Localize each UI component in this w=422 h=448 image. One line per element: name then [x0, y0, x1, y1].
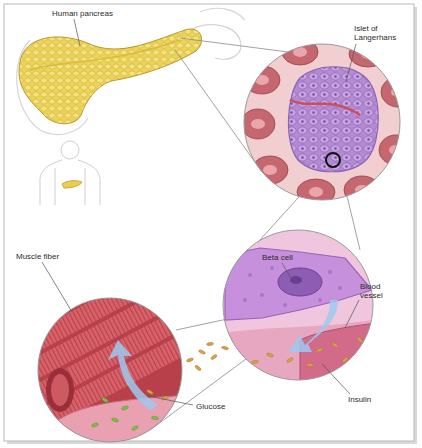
- part-label: Glucose: [196, 402, 225, 411]
- part-label: Insulin: [348, 395, 371, 404]
- beta-cell-circle: [215, 230, 385, 385]
- part-label: Human pancreas: [52, 9, 113, 18]
- muscle-circle: [0, 261, 209, 445]
- part-label: Islet of Langerhans: [354, 24, 402, 42]
- surrounding-organs: [17, 8, 245, 134]
- body-icon: [40, 141, 100, 205]
- pancreas-organ: [19, 29, 202, 124]
- insulin-particles: [186, 342, 229, 371]
- frame: [4, 4, 417, 444]
- islet-circle: [241, 39, 415, 205]
- leader-lines: [42, 19, 359, 405]
- part-label: Beta cell: [262, 253, 293, 262]
- part-label: Muscle fiber: [16, 252, 59, 261]
- part-label: Blood vessel: [360, 282, 394, 300]
